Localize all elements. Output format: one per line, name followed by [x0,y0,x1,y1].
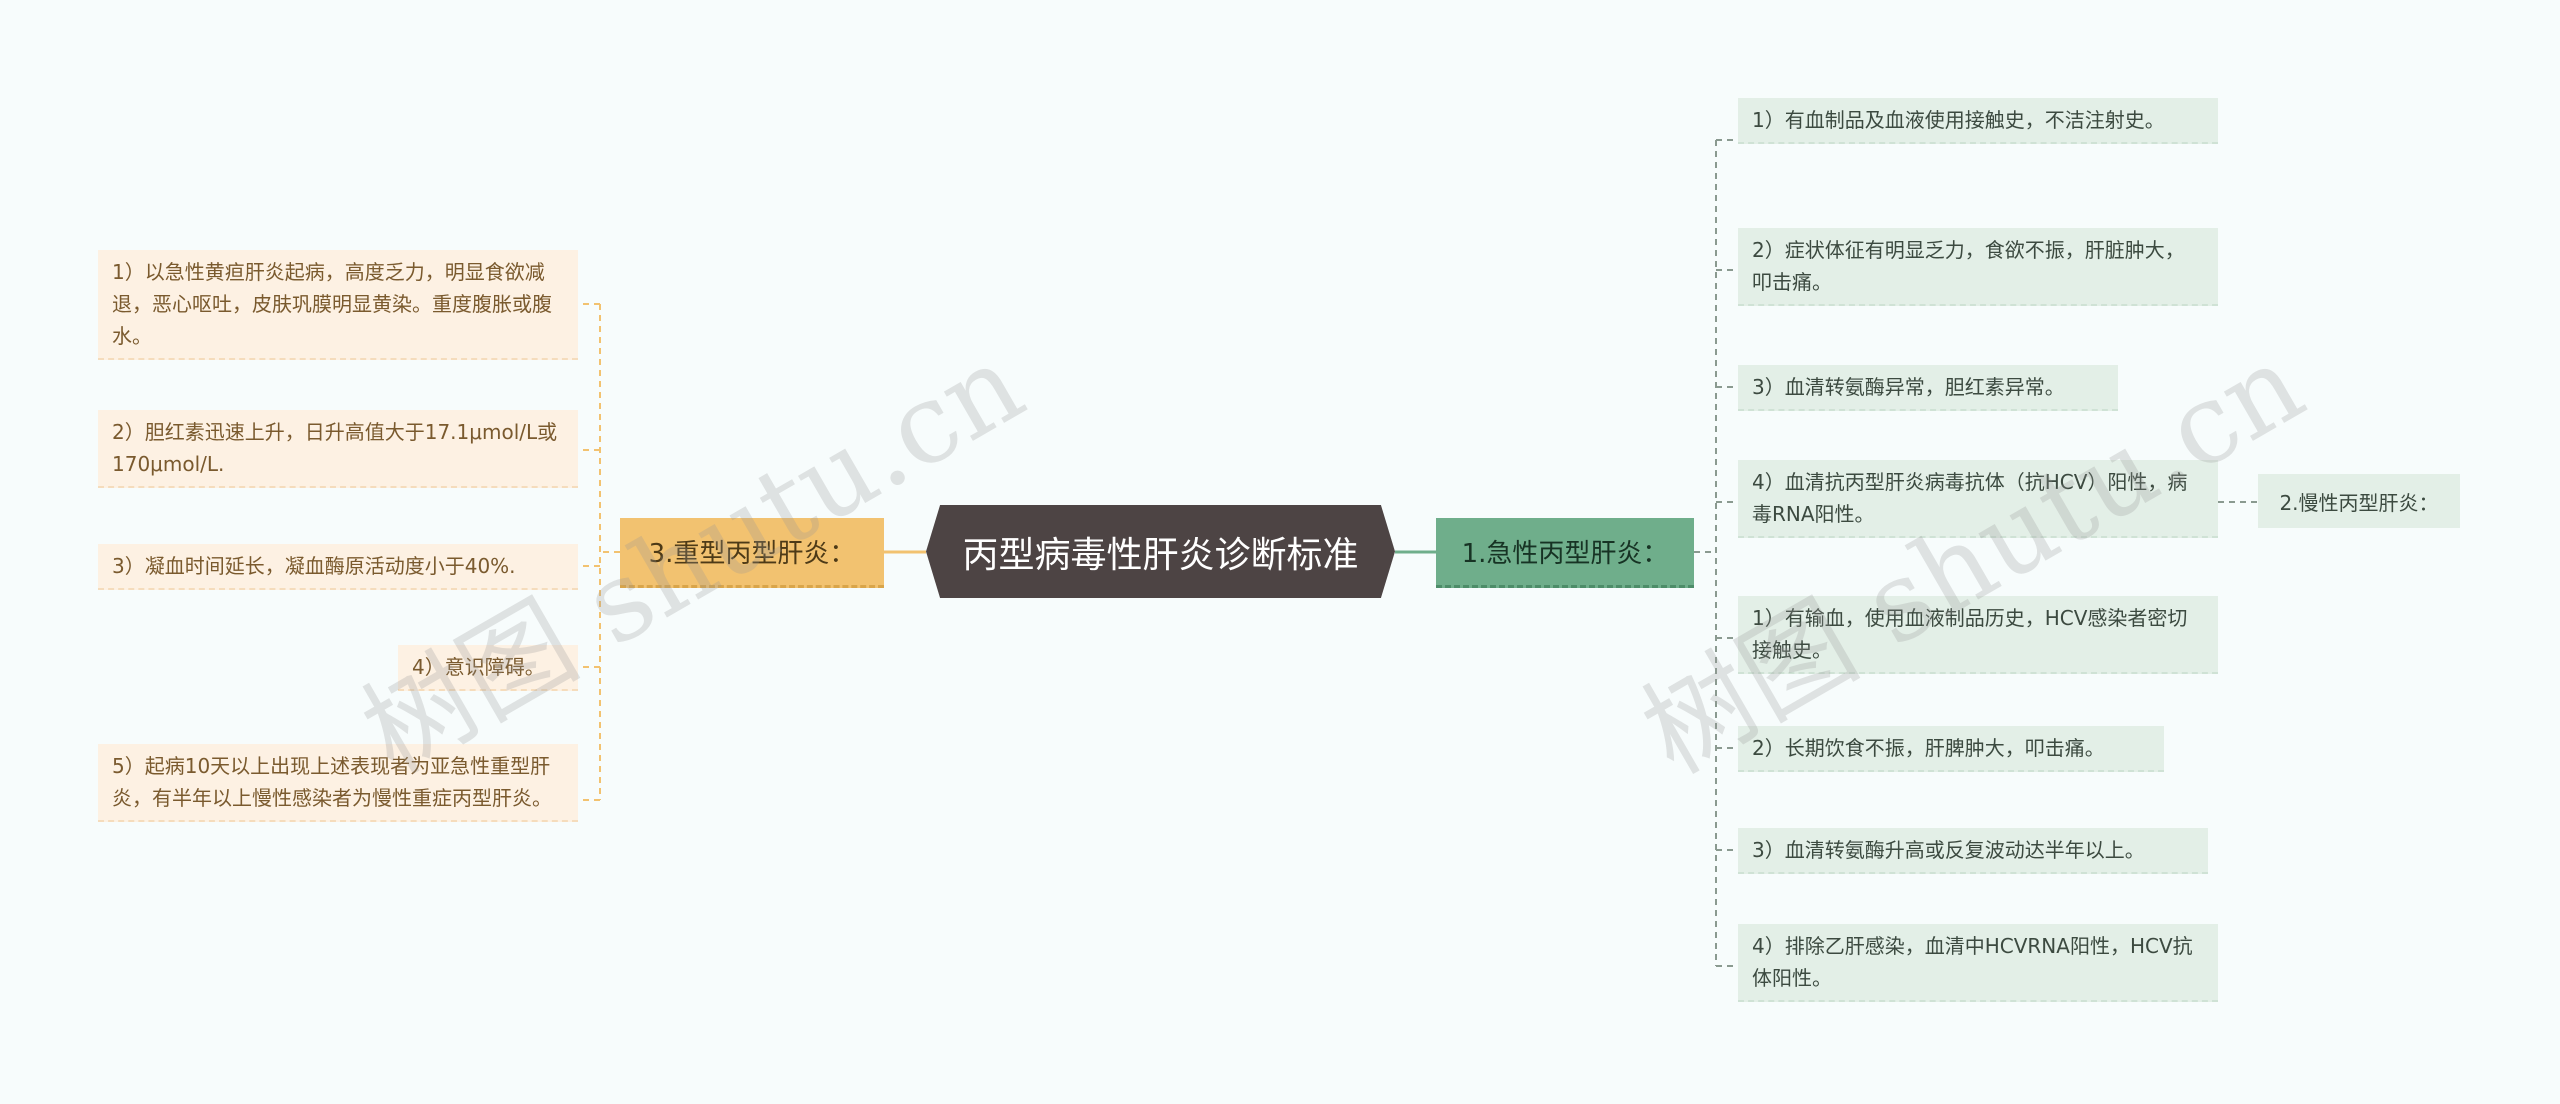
left-leaf-5-text: 5）起病10天以上出现上述表现者为亚急性重型肝炎，有半年以上慢性感染者为慢性重症… [112,754,552,810]
right-leaf-4[interactable]: 4）血清抗丙型肝炎病毒抗体（抗HCV）阳性，病毒RNA阳性。 [1738,460,2218,538]
right-leaf-5-text: 1）有输血，使用血液制品历史，HCV感染者密切接触史。 [1752,606,2188,662]
left-leaf-3[interactable]: 3）凝血时间延长，凝血酶原活动度小于40%. [98,544,578,590]
right-leaf-8[interactable]: 4）排除乙肝感染，血清中HCVRNA阳性，HCV抗体阳性。 [1738,924,2218,1002]
left-leaf-2-text: 2）胆红素迅速上升，日升高值大于17.1μmol/L或170μmol/L. [112,420,558,476]
right-leaf-7[interactable]: 3）血清转氨酶升高或反复波动达半年以上。 [1738,828,2208,874]
left-leaf-4-text: 4）意识障碍。 [412,655,545,679]
branch-severe-hepatitis-c[interactable]: 3.重型丙型肝炎： [620,518,884,588]
left-leaf-2[interactable]: 2）胆红素迅速上升，日升高值大于17.1μmol/L或170μmol/L. [98,410,578,488]
branch-acute-hepatitis-c[interactable]: 1.急性丙型肝炎： [1436,518,1694,588]
right-leaf-2-text: 2）症状体征有明显乏力，食欲不振，肝脏肿大，叩击痛。 [1752,238,2185,294]
right-leaf-3-text: 3）血清转氨酶异常，胆红素异常。 [1752,375,2065,399]
left-leaf-4[interactable]: 4）意识障碍。 [398,645,578,691]
right-leaf-3[interactable]: 3）血清转氨酶异常，胆红素异常。 [1738,365,2118,411]
right-leaf-7-text: 3）血清转氨酶升高或反复波动达半年以上。 [1752,838,2145,862]
left-leaf-1-text: 1）以急性黄疸肝炎起病，高度乏力，明显食欲减退，恶心呕吐，皮肤巩膜明显黄染。重度… [112,260,552,348]
branch-severe-label: 3.重型丙型肝炎： [648,539,856,569]
left-leaf-3-text: 3）凝血时间延长，凝血酶原活动度小于40%. [112,554,516,578]
left-leaf-5[interactable]: 5）起病10天以上出现上述表现者为亚急性重型肝炎，有半年以上慢性感染者为慢性重症… [98,744,578,822]
right-leaf-6-text: 2）长期饮食不振，肝脾肿大，叩击痛。 [1752,736,2105,760]
center-topic[interactable]: 丙型病毒性肝炎诊断标准 [926,505,1395,598]
branch-acute-label: 1.急性丙型肝炎： [1461,539,1669,569]
right-leaf-2[interactable]: 2）症状体征有明显乏力，食欲不振，肝脏肿大，叩击痛。 [1738,228,2218,306]
right-leaf-6[interactable]: 2）长期饮食不振，肝脾肿大，叩击痛。 [1738,726,2164,772]
right-leaf-1-text: 1）有血制品及血液使用接触史，不洁注射史。 [1752,108,2165,132]
right-leaf-1[interactable]: 1）有血制品及血液使用接触史，不洁注射史。 [1738,98,2218,144]
right-leaf-4-text: 4）血清抗丙型肝炎病毒抗体（抗HCV）阳性，病毒RNA阳性。 [1752,470,2188,526]
center-topic-label: 丙型病毒性肝炎诊断标准 [962,534,1359,576]
right-leaf-5[interactable]: 1）有输血，使用血液制品历史，HCV感染者密切接触史。 [1738,596,2218,674]
right-leaf-8-text: 4）排除乙肝感染，血清中HCVRNA阳性，HCV抗体阳性。 [1752,934,2193,990]
sub-topic-chronic-label: 2.慢性丙型肝炎： [2279,490,2439,515]
sub-topic-chronic-hepatitis-c[interactable]: 2.慢性丙型肝炎： [2258,474,2460,528]
left-leaf-1[interactable]: 1）以急性黄疸肝炎起病，高度乏力，明显食欲减退，恶心呕吐，皮肤巩膜明显黄染。重度… [98,250,578,360]
